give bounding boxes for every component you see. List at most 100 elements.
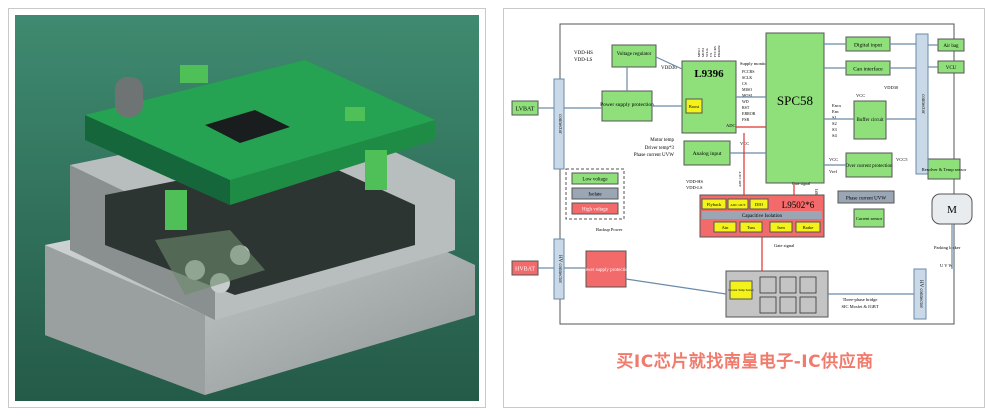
overcurrent-box	[845, 152, 893, 178]
right-connector-label: connector	[920, 94, 925, 114]
l9396-box	[681, 60, 737, 134]
legend-isolate: Isolate	[588, 193, 602, 198]
motor-temp: Motor temp	[650, 138, 674, 143]
tsns-box	[739, 221, 763, 233]
gate-signal-b: Gate signal	[774, 243, 795, 248]
controller-photo	[15, 15, 479, 401]
pin-0: FCCRS	[742, 69, 754, 74]
lv-connector-label: connector	[557, 114, 562, 134]
legend-high-voltage: High voltage	[582, 208, 609, 213]
tpin-4: FCCRS	[713, 46, 717, 57]
enc-3: S2	[832, 121, 837, 126]
vdd30-b: VDD30	[884, 85, 899, 90]
parking-locker: Parking locker	[934, 245, 961, 250]
cnt-temp-sensor-label: Current Temp Sensor	[728, 288, 754, 292]
l9502-label: L9502*6	[782, 200, 815, 210]
vcu-label: VCU	[946, 66, 957, 71]
buffer-circuit-label: Buffer circuit	[857, 118, 885, 123]
pin-7: ERROR	[742, 111, 756, 116]
vref: Vref	[829, 169, 837, 174]
phase-current-uvw: Phase current UVW	[634, 153, 675, 158]
block-diagram-panel: connector LVBAT HV connector HVBAT conne…	[503, 8, 985, 408]
right-hv-connector-label: HV connector	[918, 280, 923, 308]
legend-low-voltage-swatch	[571, 172, 619, 185]
resolver-label: Resolver & Temp sensor	[922, 167, 967, 172]
pin-5: WD	[742, 99, 749, 104]
power-supply-protection-label: Power supply protection	[600, 102, 654, 108]
supply-monitor: Supply monitor	[740, 61, 769, 66]
pin-2: CS	[742, 81, 747, 86]
driver-temp: Driver temp*3	[645, 146, 675, 151]
hvbat-label: HVBAT	[515, 267, 535, 273]
pin-8: FSR	[742, 117, 749, 122]
voltage-regulator-label: Voltage regulator	[617, 52, 652, 57]
spc58-label: SPC58	[777, 93, 813, 108]
vcc-analog: VCC	[740, 141, 749, 146]
gate-signal-a: Gate signal	[792, 181, 811, 186]
l9396-adc: ADC	[726, 123, 736, 128]
flyback-box	[701, 198, 727, 210]
legend-isolate-swatch	[571, 187, 619, 200]
vdd-hs-mid: VDD-HS	[686, 179, 703, 184]
bridge-caption-1: Three-phase bridge	[843, 297, 878, 302]
motor-label: M	[947, 204, 957, 216]
photo-panel	[8, 8, 486, 408]
enc-2: S1	[832, 115, 837, 120]
power-supply-protection-box	[601, 90, 653, 122]
boost-box	[685, 98, 703, 114]
connection-lines	[538, 43, 953, 295]
hv-connector-label: HV connector	[557, 255, 562, 283]
legend-box	[565, 168, 625, 220]
analog-input-label: Analog input	[693, 151, 722, 157]
ain-box	[713, 221, 737, 233]
igbt-symbols	[759, 276, 817, 314]
analog-input-box	[683, 140, 731, 166]
l9396-pin-labels: FCCRS SCLK CS MISO MOSI WD RST ERROR FSR	[742, 69, 756, 122]
pin-1: SCLK	[742, 75, 752, 80]
buffer-circuit-box	[853, 100, 887, 140]
tpin-3: CS	[709, 53, 713, 57]
dio-label: DIO	[755, 202, 764, 207]
right-connector	[915, 33, 929, 175]
l9396-top-pins: MISO MOSI SCLK CS FCCRS ERROR	[697, 45, 721, 57]
flyback-label: Flyback	[707, 202, 722, 207]
capacitive-isolation-bar	[702, 211, 822, 219]
isen-box	[769, 221, 793, 233]
lv-connector	[553, 78, 565, 170]
adc-out2-label: ADC OUT	[730, 203, 746, 207]
current-sensor-box	[853, 208, 885, 228]
vdd-ls-top: VDD-LS	[574, 58, 593, 63]
uvw-label: U V W	[940, 263, 954, 268]
vdd30-a: VDD30	[661, 66, 677, 71]
vcc-oc: VCC	[829, 157, 838, 162]
hv-power-protection-label: Power supply protection	[582, 268, 631, 273]
red-lines	[736, 126, 795, 271]
tsns-label: Tsns	[747, 225, 755, 230]
ain-label: Ain	[722, 225, 730, 230]
capacitive-isolation-label: Capacitive Isolation	[742, 214, 783, 219]
pin-6: RST	[742, 105, 750, 110]
current-sensor-label: Current sensor	[856, 216, 883, 221]
enc-5: S4	[832, 133, 838, 138]
tpin-2: SCLK	[705, 48, 709, 57]
cnt-temp-sensor-box	[729, 280, 753, 300]
enc-labels: Encx Enc S1 S2 S3 S4	[832, 103, 842, 138]
vdd-ls-mid: VDD-LS	[686, 185, 703, 190]
tpin-1: MOSI	[701, 47, 705, 57]
l9396-label: L9396	[694, 68, 724, 80]
block-diagram: connector LVBAT HV connector HVBAT conne…	[511, 23, 973, 325]
pin-4: MOSI	[742, 93, 753, 98]
lvbat-label: LVBAT	[516, 107, 535, 113]
footer-watermark: 买IC芯片就找南皇电子-IC供应商	[616, 352, 874, 372]
brake-label: Brake	[803, 225, 814, 230]
enc-1: Enc	[832, 109, 839, 114]
legend-low-voltage: Low voltage	[582, 178, 608, 183]
overcurrent-label: Over current protection	[846, 164, 893, 169]
phase-current-uvw-box	[837, 190, 895, 204]
bridge-caption-2: SIC Mosfet & IGBT	[841, 304, 878, 309]
enc-0: Encx	[832, 103, 842, 108]
brake-box	[795, 221, 821, 233]
hv-power-protection-box	[585, 250, 627, 288]
digital-input-label: Digital input	[854, 43, 882, 49]
isen-label: Isen	[777, 225, 785, 230]
